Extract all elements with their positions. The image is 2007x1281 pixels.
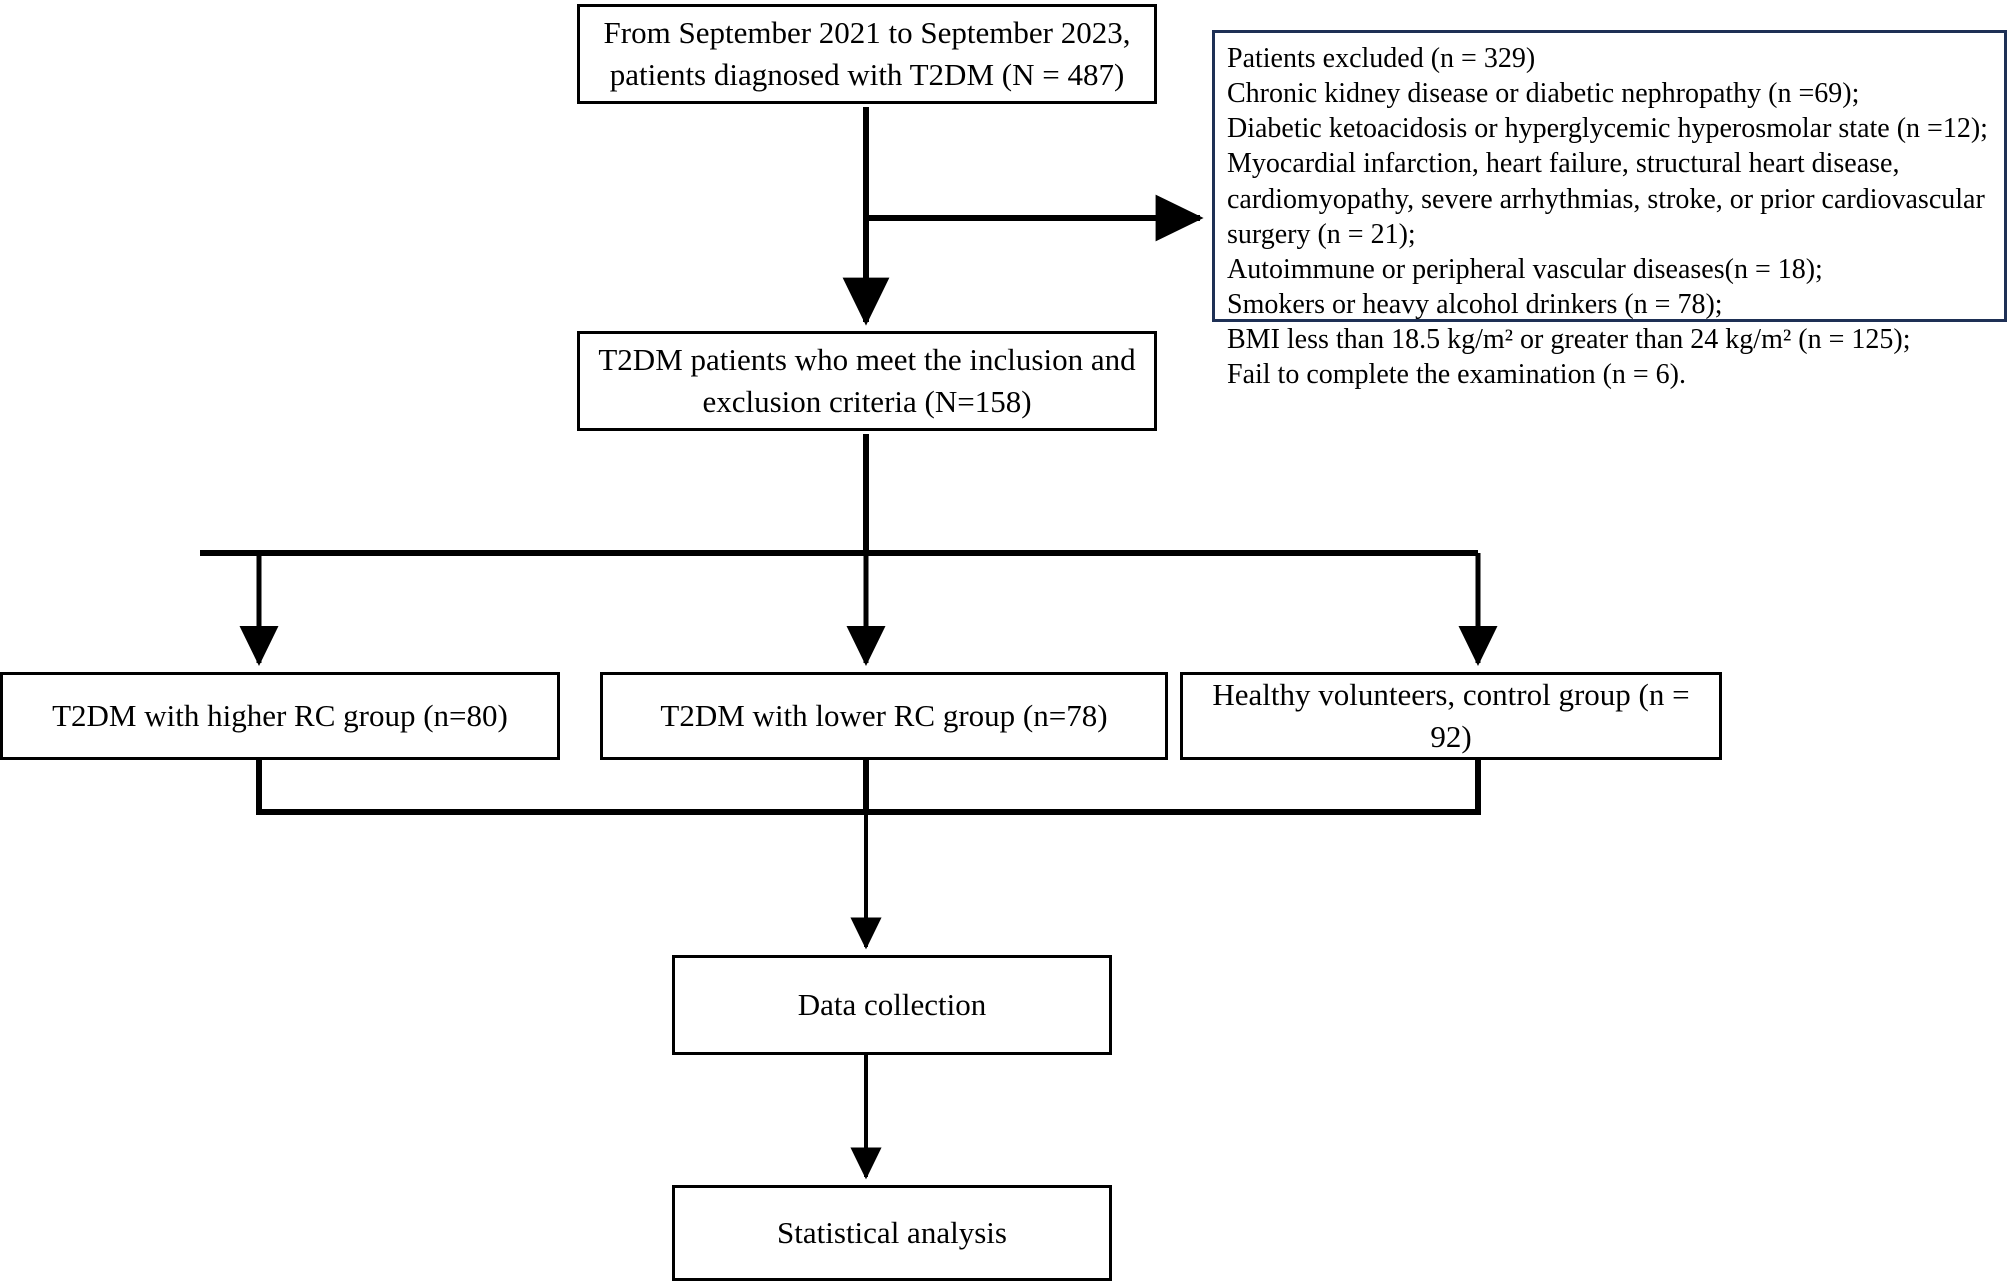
excluded-item-7: Smokers or heavy alcohol drinkers (n = 7… — [1227, 288, 1723, 320]
node-screened-patients[interactable]: From September 2021 to September 2023, p… — [577, 4, 1157, 104]
excluded-item-6: Autoimmune or peripheral vascular diseas… — [1227, 253, 1823, 285]
panel-excluded-patients[interactable]: Patients excluded (n = 329) Chronic kidn… — [1212, 30, 2007, 390]
excluded-item-5: surgery (n = 21); — [1227, 218, 1416, 250]
excluded-heading: Patients excluded (n = 329) — [1227, 43, 1536, 74]
excluded-item-8: BMI less than 18.5 kg/m² or greater than… — [1227, 324, 1911, 355]
node-screened-patients-label: From September 2021 to September 2023, p… — [603, 15, 1131, 92]
node-data-collection-label: Data collection — [797, 987, 987, 1023]
node-group-lower-rc-label: T2DM with lower RC group (n=78) — [660, 698, 1108, 734]
node-group-control-label: Healthy volunteers, control group (n = 9… — [1212, 677, 1690, 754]
excluded-item-4: cardiomyopathy, severe arrhythmias, stro… — [1227, 183, 1985, 215]
node-statistical-analysis-label: Statistical analysis — [777, 1215, 1007, 1251]
node-group-higher-rc[interactable]: T2DM with higher RC group (n=80) — [0, 672, 560, 760]
node-group-control[interactable]: Healthy volunteers, control group (n = 9… — [1180, 672, 1722, 760]
node-eligible-patients-label: T2DM patients who meet the inclusion and… — [598, 342, 1136, 419]
node-eligible-patients[interactable]: T2DM patients who meet the inclusion and… — [577, 331, 1157, 431]
node-data-collection[interactable]: Data collection — [672, 955, 1112, 1055]
excluded-item-1: Chronic kidney disease or diabetic nephr… — [1227, 78, 1860, 110]
node-statistical-analysis[interactable]: Statistical analysis — [672, 1185, 1112, 1281]
excluded-item-3: Myocardial infarction, heart failure, st… — [1227, 148, 1900, 180]
node-group-lower-rc[interactable]: T2DM with lower RC group (n=78) — [600, 672, 1168, 760]
excluded-item-2: Diabetic ketoacidosis or hyperglycemic h… — [1227, 113, 1988, 145]
excluded-item-9: Fail to complete the examination (n = 6)… — [1227, 359, 1687, 391]
node-group-higher-rc-label: T2DM with higher RC group (n=80) — [52, 698, 508, 734]
